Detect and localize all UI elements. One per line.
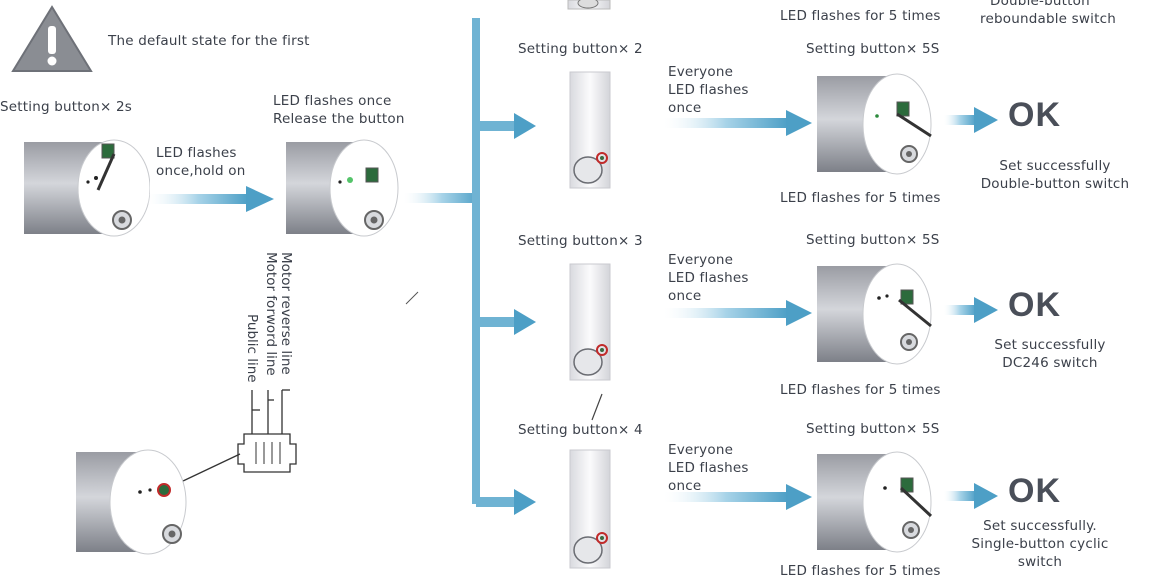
branch2-arrow-text-3: once <box>668 288 702 304</box>
arrow-step1-to-step2 <box>148 186 274 212</box>
remote-image-top-partial <box>567 0 611 10</box>
wire-label-public: Public line <box>244 314 260 383</box>
branch2-setting-label: Setting button× 3 <box>518 233 643 249</box>
step2-label-1: LED flashes once <box>273 93 392 109</box>
stray-mark-2 <box>591 393 603 421</box>
branch2-setting-label-2: Setting button× 5S <box>806 232 940 248</box>
branch1-arrow <box>664 110 812 136</box>
branch3-led-text: LED flashes for 5 times <box>780 563 941 579</box>
step2-label-2: Release the button <box>273 111 405 127</box>
branch3-setting-label-2: Setting button× 5S <box>806 421 940 437</box>
default-state-note: The default state for the first <box>108 33 310 49</box>
branch3-ok-arrow <box>944 483 998 509</box>
branch3-result-2: Single-button cyclic <box>971 536 1109 552</box>
motor-image-step2 <box>286 139 399 237</box>
remote-image-branch1 <box>569 71 611 189</box>
motor-image-branch3 <box>817 451 933 553</box>
step1-setting-label: Setting button× 2s <box>0 99 132 115</box>
motor-image-branch1 <box>817 73 932 175</box>
remote-image-branch2 <box>569 263 611 381</box>
wiring-schematic <box>76 389 297 555</box>
branch3-arrow <box>664 484 812 510</box>
stray-mark-1 <box>405 291 419 305</box>
branch1-result-2: Double-button switch <box>980 176 1130 192</box>
top-result-1: Double-button <box>990 0 1090 9</box>
step1-arrow-text-2: once,hold on <box>156 163 246 179</box>
branch-arrow-2 <box>476 309 536 335</box>
top-led-text: LED flashes for 5 times <box>780 8 941 24</box>
branch2-result-2: DC246 switch <box>1002 355 1098 371</box>
branch-arrow-3 <box>476 489 536 515</box>
branch2-arrow <box>664 300 812 326</box>
branch3-arrow-text-3: once <box>668 478 702 494</box>
branch1-arrow-text-2: LED flashes <box>668 82 749 98</box>
motor-image-step1 <box>24 139 150 237</box>
branch-arrow-1 <box>476 113 536 139</box>
connector-to-trunk <box>404 193 480 203</box>
wire-label-forward: Motor forword line <box>263 252 279 376</box>
branch2-arrow-text-2: LED flashes <box>668 270 749 286</box>
branch1-arrow-text-3: once <box>668 100 702 116</box>
branch1-ok-arrow <box>944 107 998 133</box>
branch3-result-3: switch <box>1017 554 1063 570</box>
branch2-led-text: LED flashes for 5 times <box>780 382 941 398</box>
branch1-led-text: LED flashes for 5 times <box>780 190 941 206</box>
branch1-setting-label-2: Setting button× 5S <box>806 41 940 57</box>
branch1-result-1: Set successfully <box>999 158 1111 174</box>
branch3-ok: OK <box>1008 472 1061 510</box>
motor-image-branch2 <box>817 263 932 365</box>
branch2-ok-arrow <box>944 297 998 323</box>
remote-image-branch3 <box>569 449 611 569</box>
top-result-2: reboundable switch <box>980 11 1116 27</box>
branch1-arrow-text-1: Everyone <box>668 64 734 80</box>
branch2-result-1: Set successfully <box>994 337 1106 353</box>
step1-arrow-text-1: LED flashes <box>156 145 237 161</box>
wire-label-reverse: Motor reverse line <box>278 252 294 375</box>
branch2-arrow-text-1: Everyone <box>668 252 734 268</box>
distribution-trunk <box>472 18 480 504</box>
branch3-result-1: Set successfully. <box>983 518 1097 534</box>
branch3-arrow-text-1: Everyone <box>668 442 734 458</box>
warning-triangle-icon <box>11 5 93 72</box>
branch2-ok: OK <box>1008 286 1061 324</box>
branch1-ok: OK <box>1008 96 1061 134</box>
branch3-arrow-text-2: LED flashes <box>668 460 749 476</box>
branch1-setting-label: Setting button× 2 <box>518 41 643 57</box>
branch3-setting-label: Setting button× 4 <box>518 422 643 438</box>
